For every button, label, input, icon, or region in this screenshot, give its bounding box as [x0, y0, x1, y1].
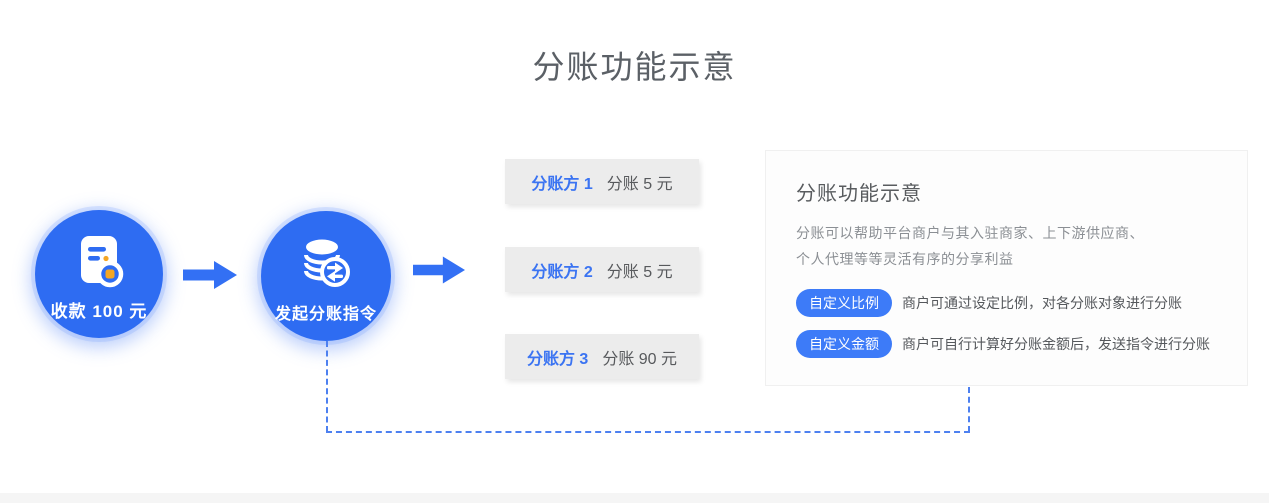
receiver-amount: 分账 5 元 [606, 175, 673, 193]
feature-text: 商户可通过设定比例，对各分账对象进行分账 [902, 295, 1182, 311]
receiver-box-2: 分账方 2 分账 5 元 [505, 247, 699, 292]
dashed-connector-vertical-left [326, 341, 328, 432]
feature-row-custom-amount: 自定义金额 商户可自行计算好分账金额后，发送指令进行分账 [796, 330, 1217, 358]
page-title: 分账功能示意 [532, 49, 737, 85]
receiver-name: 分账方 2 [531, 263, 593, 281]
description-line-2: 个人代理等等灵活有序的分享利益 [796, 251, 1014, 267]
feature-list: 自定义比例 商户可通过设定比例，对各分账对象进行分账 自定义金额 商户可自行计算… [796, 289, 1217, 358]
receiver-name: 分账方 3 [526, 350, 589, 368]
receiver-amount: 分账 90 元 [602, 350, 678, 368]
custom-ratio-badge: 自定义比例 [796, 289, 892, 317]
flow-step-label: 收款 100 元 [50, 302, 148, 321]
receiver-box-1: 分账方 1 分账 5 元 [505, 159, 699, 204]
info-panel-description: 分账可以帮助平台商户与其入驻商家、上下游供应商、 个人代理等等灵活有序的分享利益 [796, 220, 1217, 272]
arrow-right-icon [413, 255, 465, 290]
feature-row-custom-ratio: 自定义比例 商户可通过设定比例，对各分账对象进行分账 [796, 289, 1217, 317]
info-panel-heading: 分账功能示意 [796, 183, 922, 205]
receiver-amount: 分账 5 元 [606, 263, 673, 281]
feature-text: 商户可自行计算好分账金额后，发送指令进行分账 [902, 336, 1210, 352]
description-line-1: 分账可以帮助平台商户与其入驻商家、上下游供应商、 [796, 225, 1144, 241]
coin-stack-transfer-icon [297, 235, 355, 293]
flow-step-label: 发起分账指令 [274, 305, 377, 323]
arrow-right-icon [183, 260, 237, 295]
dashed-connector-horizontal [326, 431, 970, 433]
flow-step-split-instruction: 发起分账指令 [261, 211, 391, 341]
receipt-coin-icon [72, 232, 126, 290]
footer-bar [0, 493, 1269, 503]
custom-amount-badge: 自定义金额 [796, 330, 892, 358]
receiver-box-3: 分账方 3 分账 90 元 [505, 334, 699, 379]
dashed-connector-vertical-right [968, 387, 970, 432]
flow-step-receive-payment: 收款 100 元 [35, 210, 163, 338]
receiver-name: 分账方 1 [531, 175, 593, 193]
info-panel: 分账功能示意 分账可以帮助平台商户与其入驻商家、上下游供应商、 个人代理等等灵活… [765, 150, 1248, 386]
